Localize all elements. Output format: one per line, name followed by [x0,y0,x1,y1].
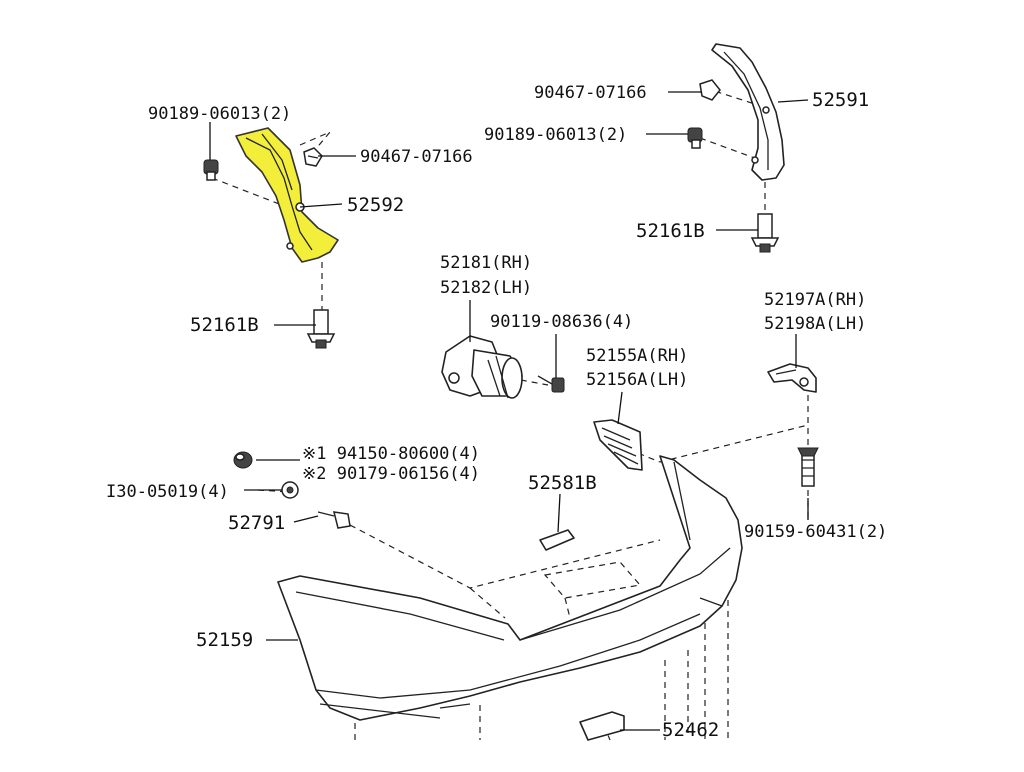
label-90159-60431: 90159-60431(2) [744,522,887,542]
screw-90159 [797,447,819,487]
label-52462: 52462 [662,719,719,741]
bumper-cover-52159 [277,455,743,721]
label-52197a: 52197A(RH) [764,290,866,310]
label-90467-07166-right: 90467-07166 [534,83,647,103]
label-52791: 52791 [228,512,285,534]
label-52156a: 52156A(LH) [586,370,688,390]
label-94150-80600: ※1 94150-80600(4) [302,444,480,464]
bolt-right-90189 [687,127,703,149]
pad-52581b [539,529,575,551]
label-90189-06013-left: 90189-06013(2) [148,104,291,124]
bracket-52592-highlighted [235,127,339,263]
label-52161b-left: 52161B [190,314,259,336]
leader-lines [209,91,809,731]
cover-52462 [579,711,625,741]
clip-right-90467 [699,79,721,101]
label-52155a: 52155A(RH) [586,346,688,366]
bracket-52197a [767,363,817,393]
lamp-socket-52181 [441,335,523,399]
label-52591: 52591 [812,89,869,111]
label-90179-06156: ※2 90179-06156(4) [302,464,480,484]
part-labels: 90189-06013(2) 90467-07166 52592 52161B … [106,83,887,741]
retainer-52155a [593,419,643,471]
label-52581b: 52581B [528,472,597,494]
label-90467-07166-left: 90467-07166 [360,147,473,167]
label-52182: 52182(LH) [440,278,532,298]
label-52592: 52592 [347,194,404,216]
clip-left-90467 [303,147,323,167]
nut-94150 [233,451,253,469]
label-52159: 52159 [196,629,253,651]
screw-90119 [537,375,565,393]
washer-90179 [281,481,299,499]
rivet-right-52161b [750,213,780,253]
label-52181: 52181(RH) [440,253,532,273]
label-52161b-right: 52161B [636,220,705,242]
label-90119-08636: 90119-08636(4) [490,312,633,332]
bracket-52591 [711,43,785,181]
label-130-05019: I30-05019(4) [106,482,229,502]
label-52198a: 52198A(LH) [764,314,866,334]
rivet-left-52161b [306,309,336,349]
pin-52791 [317,511,351,529]
bolt-left-90189 [203,159,219,181]
label-90189-06013-right: 90189-06013(2) [484,125,627,145]
